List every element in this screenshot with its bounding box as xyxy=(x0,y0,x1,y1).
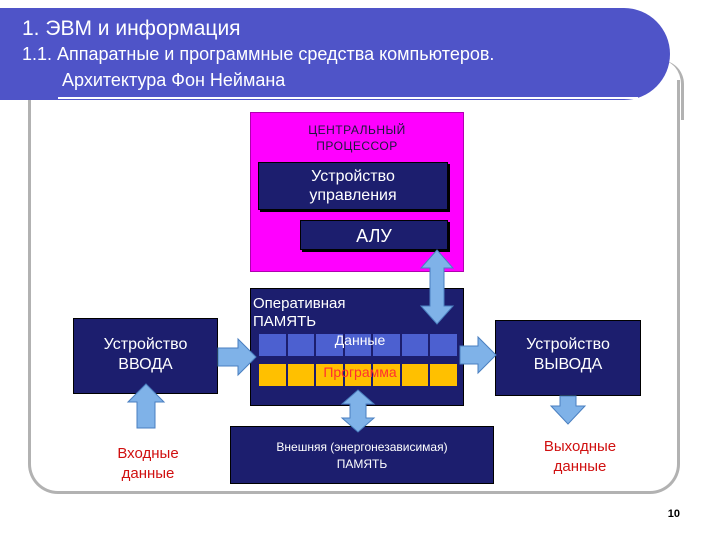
ram-label-line2: ПАМЯТЬ xyxy=(253,313,317,330)
input-device-line1: Устройство xyxy=(103,336,188,353)
external-memory-box: Внешняя (энергонезависимая) ПАМЯТЬ xyxy=(230,426,494,484)
arrow-right-input-ram xyxy=(217,337,257,377)
arrow-up-input xyxy=(126,383,166,429)
output-data-label: Выходные данные xyxy=(520,437,640,477)
external-memory-line2: ПАМЯТЬ xyxy=(336,457,388,471)
input-data-line2: данные xyxy=(121,465,175,482)
arrow-double-alu-ram xyxy=(419,249,455,325)
slide-frame xyxy=(28,80,680,494)
output-data-line1: Выходные xyxy=(543,438,617,455)
ram-program-row xyxy=(258,363,459,387)
arrow-down-output xyxy=(549,395,587,425)
arrow-double-ram-external xyxy=(340,389,376,433)
ram-cell xyxy=(343,333,373,357)
output-device-line2: ВЫВОДА xyxy=(533,356,603,373)
ram-cell xyxy=(372,363,401,387)
output-device-box: Устройство ВЫВОДА xyxy=(495,320,641,396)
alu-box: АЛУ xyxy=(300,220,448,250)
control-unit-line1: Устройство xyxy=(311,168,395,185)
ram-program-label: Программа xyxy=(323,364,397,380)
page-number: 10 xyxy=(667,508,680,520)
external-memory-line1: Внешняя (энергонезависимая) xyxy=(276,440,448,454)
ram-label: Оперативная ПАМЯТЬ xyxy=(253,295,345,331)
slide-frame-corner xyxy=(660,60,684,120)
ram-cell xyxy=(343,363,373,387)
ram-cell xyxy=(400,333,430,357)
slide-title: 1. ЭВМ и информация xyxy=(22,17,241,40)
input-data-line1: Входные xyxy=(117,445,179,462)
ram-data-label: Данные xyxy=(334,332,386,348)
ram-cell xyxy=(372,333,401,357)
cpu-label-line1: ЦЕНТРАЛЬНЫЙ xyxy=(308,123,406,137)
input-data-label: Входные данные xyxy=(78,444,218,484)
title-banner xyxy=(0,8,670,100)
banner-underline xyxy=(58,97,638,99)
ram-cell xyxy=(400,363,430,387)
ram-cell xyxy=(429,333,459,357)
output-data-line2: данные xyxy=(553,458,607,475)
ram-label-line1: Оперативная xyxy=(253,295,346,312)
cpu-label-line2: ПРОЦЕССОР xyxy=(316,139,398,153)
ram-cell xyxy=(258,363,287,387)
ram-cell xyxy=(258,333,287,357)
cpu-label: ЦЕНТРАЛЬНЫЙ ПРОЦЕССОР xyxy=(250,122,464,154)
ram-cell xyxy=(315,363,344,387)
control-unit-box: Устройство управления xyxy=(258,162,448,210)
slide-subtitle: 1.1. Аппаратные и программные средства к… xyxy=(22,44,495,64)
input-device-line2: ВВОДА xyxy=(118,356,173,373)
ram-cell xyxy=(315,333,344,357)
ram-cell xyxy=(286,363,316,387)
input-device-box: Устройство ВВОДА xyxy=(73,318,218,394)
slide-subtitle-line2: Архитектура Фон Неймана xyxy=(62,70,286,90)
ram-data-row xyxy=(258,333,459,357)
arrow-right-ram-output xyxy=(459,335,497,375)
output-device-line1: Устройство xyxy=(526,336,610,353)
control-unit-line2: управления xyxy=(309,187,397,204)
ram-cell xyxy=(429,363,459,387)
ram-cell xyxy=(286,333,316,357)
